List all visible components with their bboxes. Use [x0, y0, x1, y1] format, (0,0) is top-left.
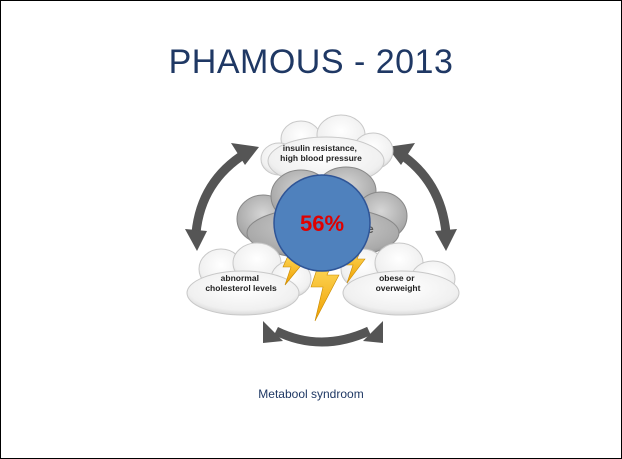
cloud-top-line-2: high blood pressure — [280, 153, 362, 163]
cloud-right-line-1: obese or — [379, 273, 415, 283]
cloud-left-label: abnormal cholesterol levels — [205, 273, 277, 293]
slide-caption: Metabool syndroom — [258, 387, 364, 401]
cloud-right-line-2: overweight — [376, 283, 421, 293]
cloud-left-line-1: abnormal — [221, 273, 259, 283]
cloud-right-label: obese or overweight — [376, 273, 421, 293]
cloud-left: abnormal cholesterol levels — [186, 242, 312, 316]
percentage-value: 56% — [300, 211, 344, 236]
cloud-top-label: insulin resistance, high blood pressure — [280, 143, 362, 163]
arrow-bottom — [274, 326, 371, 347]
arrow-top-right — [396, 149, 451, 234]
cycle-arrows — [191, 149, 451, 347]
cloud-left-line-2: cholesterol levels — [205, 283, 277, 293]
cloud-top-line-1: insulin resistance, — [283, 143, 357, 153]
arrow-top-left — [191, 149, 249, 234]
percentage-circle: 56% — [273, 174, 371, 272]
center-partial-label: e — [367, 222, 374, 236]
slide-title: PHAMOUS - 2013 — [168, 43, 454, 81]
